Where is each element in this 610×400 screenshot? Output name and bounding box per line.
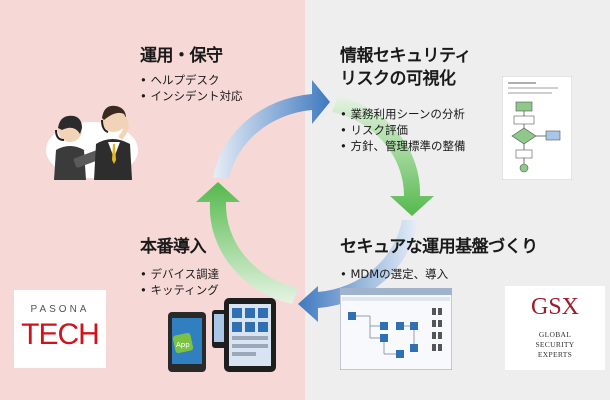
arrow-right	[332, 96, 434, 216]
arrow-top	[213, 80, 330, 178]
list-item: MDMの選定、導入	[340, 266, 448, 282]
arrow-bottom	[298, 220, 418, 322]
gsx-logo-line3: EXPERTS	[537, 350, 573, 359]
list-operation-maintenance: ヘルプデスク インシデント対応	[140, 72, 242, 104]
gsx-logo-main-text: GSX	[530, 294, 579, 320]
title-risk-visualization-line1: 情報セキュリティ	[340, 46, 471, 66]
list-item: デバイス調達	[140, 266, 219, 282]
list-risk-visualization: 業務利用シーンの分析 リスク評価 方針、管理標準の整備	[340, 106, 465, 154]
title-secure-foundation: セキュアな運用基盤づくり	[340, 237, 538, 257]
list-item: リスク評価	[340, 122, 465, 138]
list-item: 方針、管理標準の整備	[340, 138, 465, 154]
mobile-devices-illustration: App	[168, 298, 276, 372]
list-item: ヘルプデスク	[140, 72, 242, 88]
list-production-deployment: デバイス調達 キッティング	[140, 266, 219, 298]
gsx-logo: GSX GLOBAL SECURITY EXPERTS	[505, 286, 605, 370]
list-item: インシデント対応	[140, 88, 242, 104]
pasona-logo-top-text: PASONA	[30, 304, 90, 315]
cycle-arrows	[196, 80, 434, 322]
title-operation-maintenance: 運用・保守	[140, 46, 223, 66]
arrow-left	[196, 182, 298, 304]
pasona-tech-logo: PASONA TECH	[14, 290, 106, 368]
helpdesk-operators-illustration	[46, 105, 138, 180]
title-risk-visualization-line2: リスクの可視化	[340, 69, 456, 89]
list-item: 業務利用シーンの分析	[340, 106, 465, 122]
pasona-logo-main-text: TECH	[21, 318, 100, 351]
gsx-logo-line2: SECURITY	[535, 340, 575, 349]
flowchart-document-illustration	[502, 76, 572, 180]
title-production-deployment: 本番導入	[140, 237, 207, 257]
app-icon-label: App	[176, 341, 190, 349]
list-item: キッティング	[140, 282, 219, 298]
gsx-logo-line1: GLOBAL	[538, 330, 572, 339]
mdm-console-screen-illustration	[340, 288, 452, 370]
list-secure-foundation: MDMの選定、導入	[340, 266, 448, 282]
